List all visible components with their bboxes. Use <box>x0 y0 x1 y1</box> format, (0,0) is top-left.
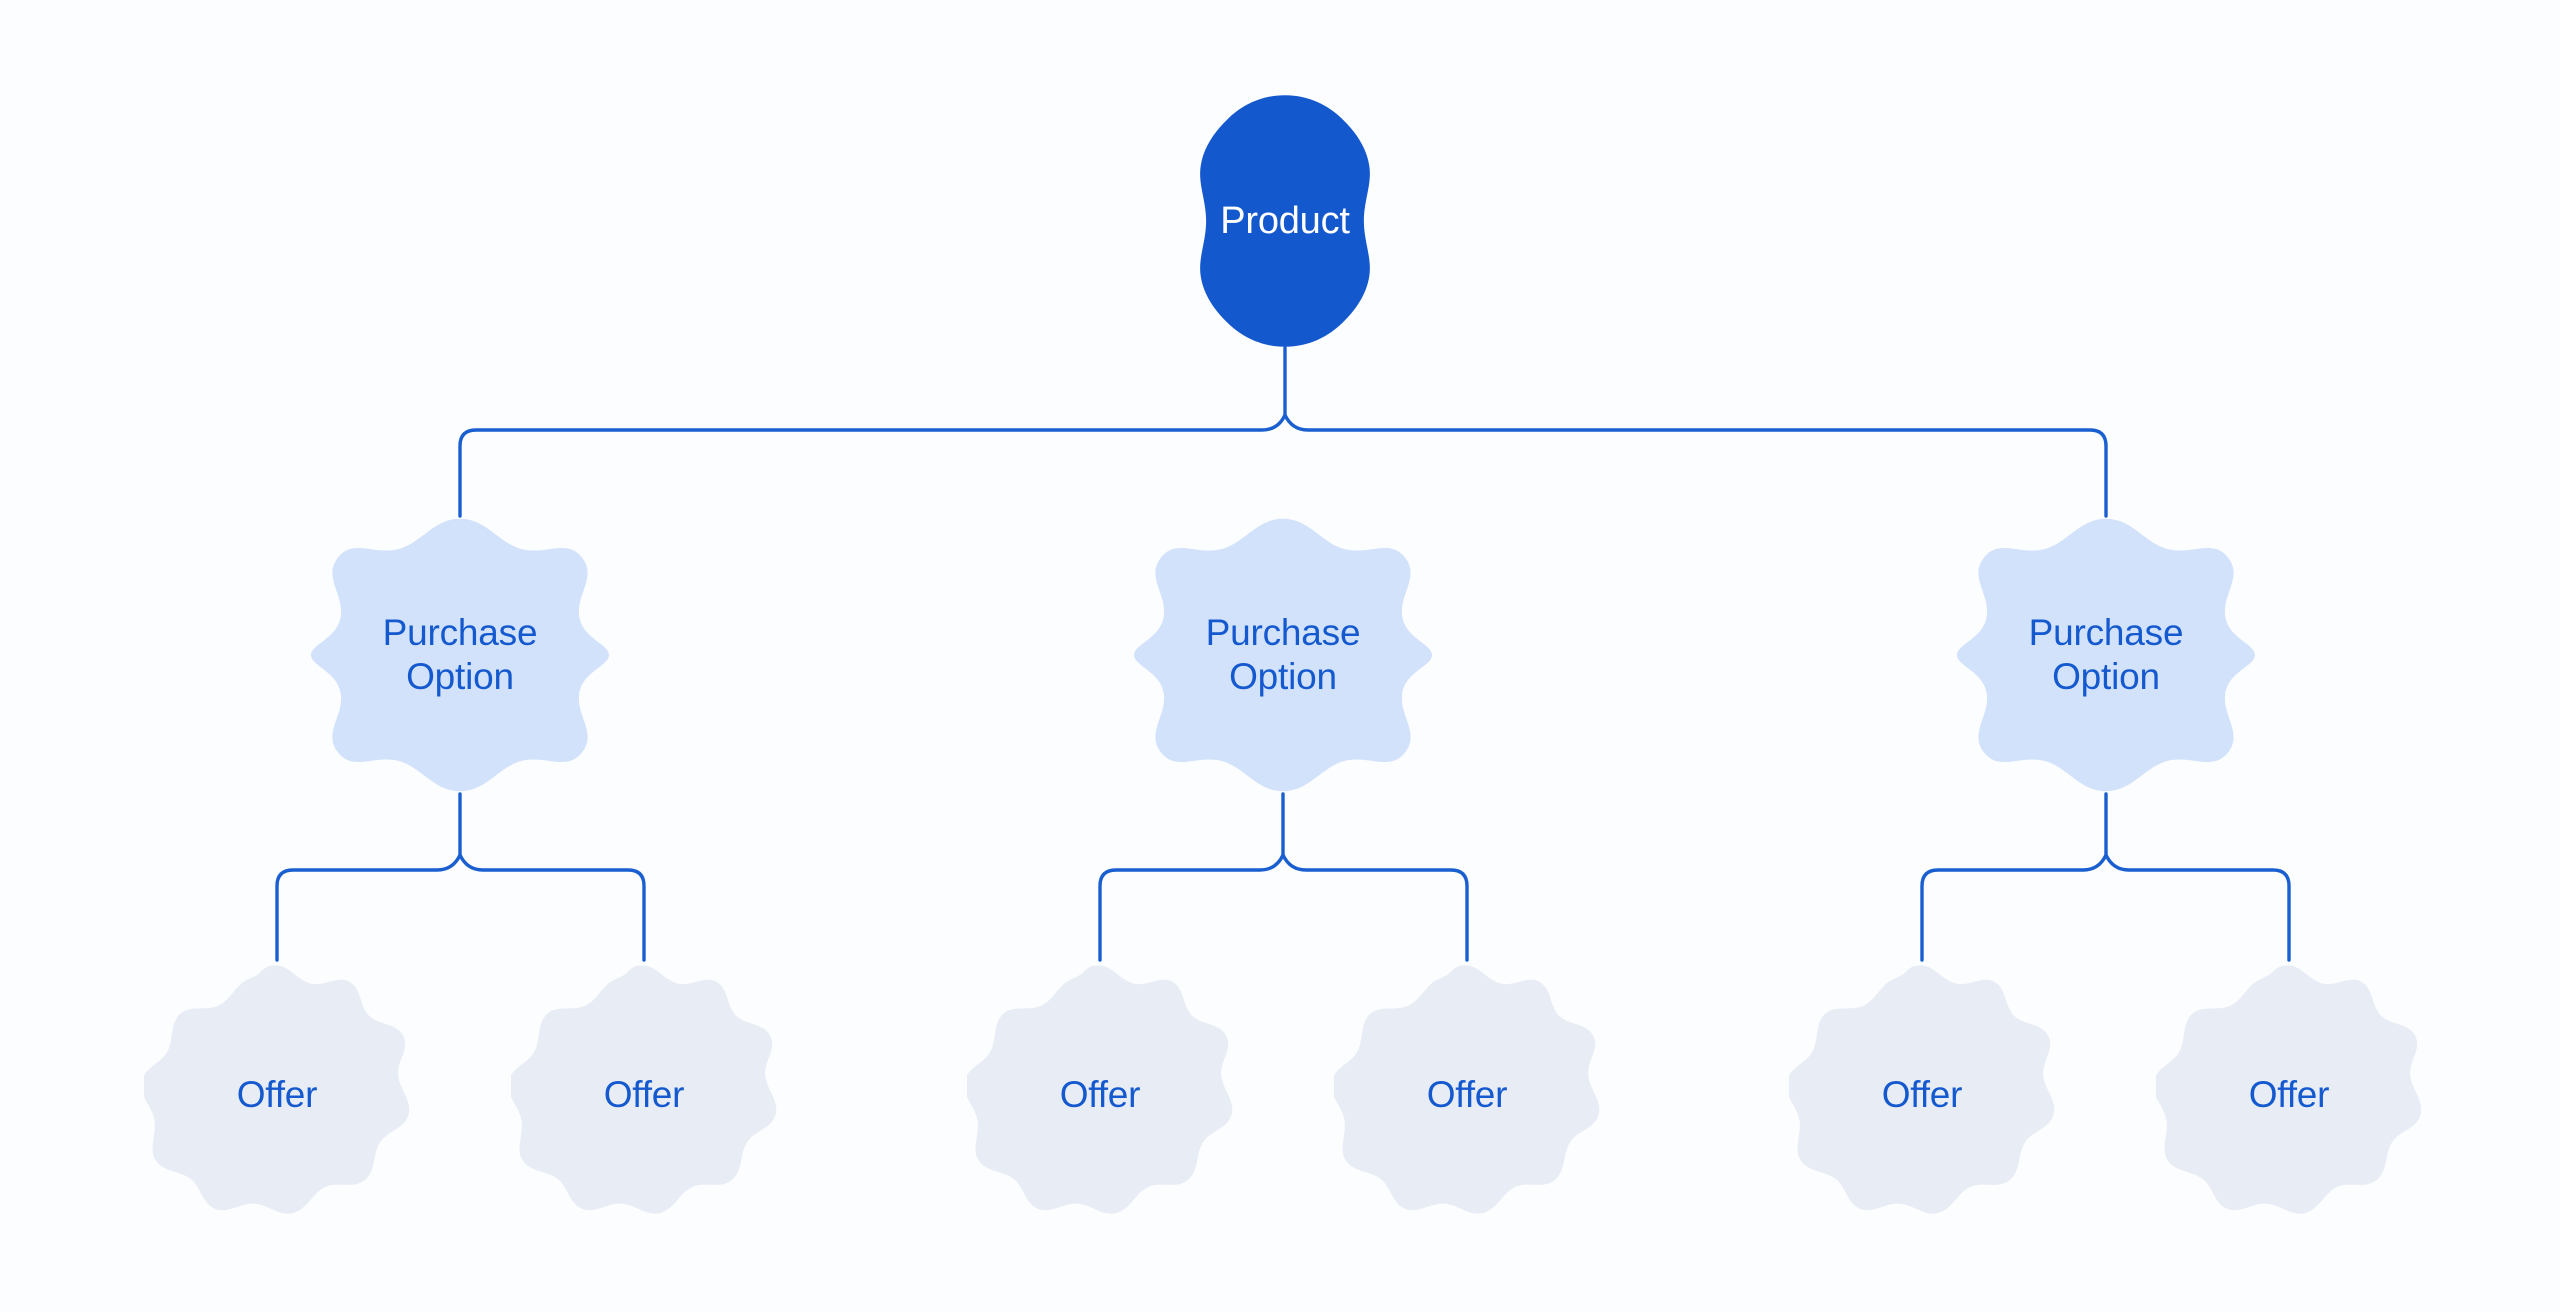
node-offer-5[interactable]: Offer <box>1789 960 2055 1230</box>
edge-root-bus <box>458 413 2108 518</box>
node-purchase-option-label: Purchase Option <box>382 612 538 697</box>
node-offer-label: Offer <box>1881 1074 1963 1116</box>
offer-scallop-icon <box>967 965 1233 1214</box>
node-offer-2[interactable]: Offer <box>511 960 777 1230</box>
purchase-option-blob-icon <box>311 518 609 792</box>
offer-scallop-icon <box>1334 965 1600 1214</box>
product-blob-icon <box>1200 95 1370 347</box>
purchase-option-blob-icon <box>1957 518 2255 792</box>
edge-po-a-bus <box>275 853 646 962</box>
offer-scallop-icon <box>2156 965 2422 1214</box>
node-product-label: Product <box>1220 199 1350 242</box>
node-purchase-option-label: Purchase Option <box>2028 612 2184 697</box>
node-offer-label: Offer <box>1426 1074 1508 1116</box>
node-purchase-option-1[interactable]: Purchase Option <box>311 516 609 794</box>
node-purchase-option-2[interactable]: Purchase Option <box>1134 516 1432 794</box>
edge-group-root <box>458 346 2108 518</box>
edge-po-c-bus <box>1920 853 2291 962</box>
node-offer-1[interactable]: Offer <box>144 960 410 1230</box>
edge-group-c <box>1920 792 2291 962</box>
edge-group-b <box>1098 792 1469 962</box>
node-purchase-option-3[interactable]: Purchase Option <box>1957 516 2255 794</box>
node-offer-label: Offer <box>236 1074 318 1116</box>
purchase-option-blob-icon <box>1134 518 1432 792</box>
offer-scallop-icon <box>1789 965 2055 1214</box>
node-offer-label: Offer <box>603 1074 685 1116</box>
offer-scallop-icon <box>511 965 777 1214</box>
node-offer-6[interactable]: Offer <box>2156 960 2422 1230</box>
node-offer-label: Offer <box>2248 1074 2330 1116</box>
node-offer-3[interactable]: Offer <box>967 960 1233 1230</box>
node-product[interactable]: Product <box>1149 90 1421 352</box>
offer-scallop-icon <box>144 965 410 1214</box>
edge-po-b-bus <box>1098 853 1469 962</box>
edge-group-a <box>275 792 646 962</box>
node-offer-4[interactable]: Offer <box>1334 960 1600 1230</box>
node-offer-label: Offer <box>1059 1074 1141 1116</box>
node-purchase-option-label: Purchase Option <box>1205 612 1361 697</box>
